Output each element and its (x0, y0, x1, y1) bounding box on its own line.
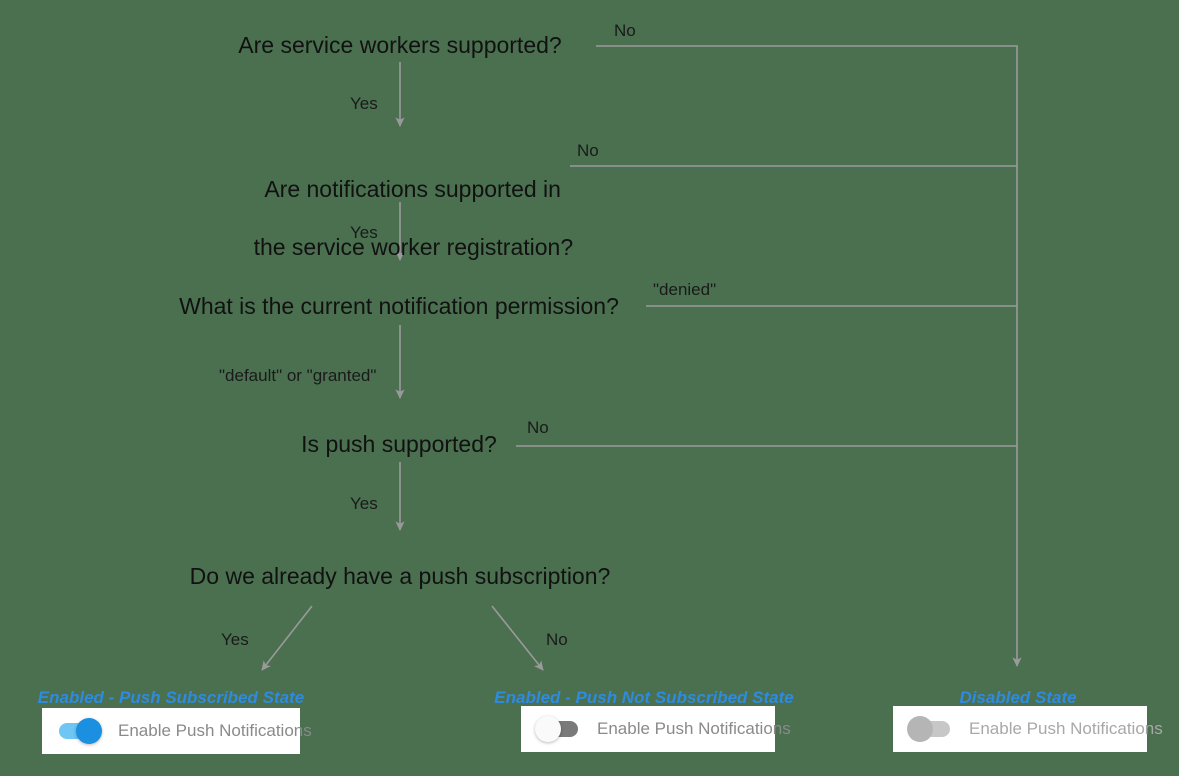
state-label-enabled-push-not-subscribed: Enabled - Push Not Subscribed State (494, 688, 794, 707)
toggle-label-enable-push-notifications: Enable Push Notifications (597, 719, 791, 738)
toggle-label-enable-push-notifications: Enable Push Notifications (118, 721, 312, 740)
node-notifications-line-2: the service worker registration? (253, 234, 574, 260)
edge-label-notif-yes: Yes (350, 223, 378, 242)
edge-label-sw-yes: Yes (350, 94, 378, 113)
push-notifications-toggle-on[interactable] (56, 718, 104, 744)
edge-label-subscription-no: No (546, 630, 568, 649)
edge-sub-no (491, 605, 544, 671)
edge-label-notif-no: No (577, 141, 599, 160)
push-notifications-toggle-off[interactable] (535, 716, 583, 742)
edge-label-push-no: No (527, 418, 549, 437)
edge-sw-no (596, 45, 1022, 667)
edge-label-push-yes: Yes (350, 494, 378, 513)
toggle-card-enabled-push-not-subscribed[interactable]: Enable Push Notifications (521, 706, 791, 752)
node-do-we-have-subscription: Do we already have a push subscription? (189, 563, 611, 589)
node-are-service-workers-supported: Are service workers supported? (238, 32, 562, 58)
node-is-push-supported: Is push supported? (301, 431, 497, 457)
edge-label-sw-no: No (614, 21, 636, 40)
node-notifications-line-1: Are notifications supported in (264, 176, 561, 202)
node-what-is-current-permission: What is the current notification permiss… (179, 293, 619, 319)
edge-sub-yes (261, 605, 313, 671)
state-label-enabled-push-subscribed: Enabled - Push Subscribed State (37, 688, 305, 707)
toggle-knob-icon (907, 716, 933, 742)
toggle-card-enabled-push-subscribed[interactable]: Enable Push Notifications (42, 708, 312, 754)
edge-label-permission-allowed: "default" or "granted" (219, 366, 377, 385)
state-label-disabled: Disabled State (959, 688, 1077, 707)
edge-label-subscription-yes: Yes (221, 630, 249, 649)
toggle-knob-icon (76, 718, 102, 744)
toggle-card-disabled: Enable Push Notifications (893, 706, 1163, 752)
node-are-notifications-supported: Are notifications supported in the servi… (228, 146, 574, 291)
toggle-knob-icon (535, 716, 561, 742)
toggle-label-enable-push-notifications: Enable Push Notifications (969, 719, 1163, 738)
edge-label-permission-denied: "denied" (653, 280, 717, 299)
push-notifications-toggle-disabled (907, 716, 955, 742)
